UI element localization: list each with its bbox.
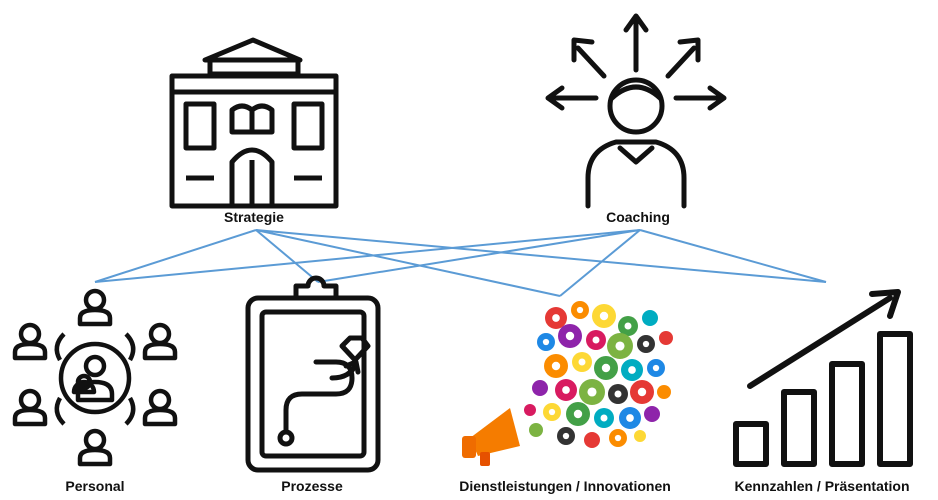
bubble-glyph (565, 331, 575, 341)
bubble-glyph (615, 341, 625, 351)
megaphone-icon (462, 408, 520, 466)
bar-chart-arrow-icon (733, 289, 913, 467)
dienstleistungen-label: Dienstleistungen / Innovationen (459, 478, 671, 494)
connector-coaching-kennzahlen (639, 229, 827, 283)
bubble-glyph (562, 386, 570, 394)
bubble-glyph (601, 363, 611, 373)
bubble-glyph (637, 387, 647, 397)
bubble-dot (634, 430, 646, 442)
bubble-glyph (628, 366, 636, 374)
bubble-dot (642, 310, 658, 326)
bubble-glyph (614, 390, 622, 398)
connector-lines (94, 229, 827, 297)
kennzahlen-label: Kennzahlen / Präsentation (734, 478, 910, 494)
personal-label: Personal (65, 478, 125, 494)
bubble-glyph (614, 434, 622, 442)
bubble-dot (644, 406, 660, 422)
connector-strategie-kennzahlen (255, 229, 827, 283)
bubble-glyph (552, 314, 560, 322)
bubble-dot (529, 423, 543, 437)
bubble-glyph (573, 409, 583, 419)
bubble-glyph (624, 322, 632, 330)
strategie-label: Strategie (224, 209, 284, 225)
person-arrows-icon (545, 13, 727, 209)
connector-coaching-personal (94, 229, 641, 283)
bubble-dot (532, 380, 548, 396)
bubble-glyph (548, 408, 556, 416)
bubble-dot (524, 404, 536, 416)
connector-strategie-prozesse (255, 229, 319, 283)
people-network-icon (12, 288, 178, 467)
bubble-glyph (626, 414, 634, 422)
clipboard-path-icon (245, 275, 381, 473)
bubble-dot (657, 385, 671, 399)
connector-coaching-prozesse (317, 229, 641, 283)
bubble-dot (584, 432, 600, 448)
bubble-glyph (587, 387, 597, 397)
bubble-glyph (592, 336, 600, 344)
coaching-label: Coaching (606, 209, 670, 225)
bubble-glyph (600, 414, 608, 422)
bubble-glyph (599, 311, 609, 321)
bubble-glyph (642, 340, 650, 348)
connector-coaching-dienstleistungen (559, 229, 641, 297)
connector-strategie-dienstleistungen (255, 229, 561, 297)
bubble-glyph (652, 364, 660, 372)
prozesse-label: Prozesse (281, 478, 343, 494)
connector-strategie-personal (94, 229, 257, 283)
bubble-glyph (576, 306, 584, 314)
building-icon (169, 37, 339, 209)
bubble-dot (659, 331, 673, 345)
bubble-glyph (578, 358, 586, 366)
bubble-glyph (542, 338, 550, 346)
bubble-glyph (551, 361, 561, 371)
bubble-glyph (562, 432, 570, 440)
megaphone-bubbles-icon (524, 301, 673, 448)
